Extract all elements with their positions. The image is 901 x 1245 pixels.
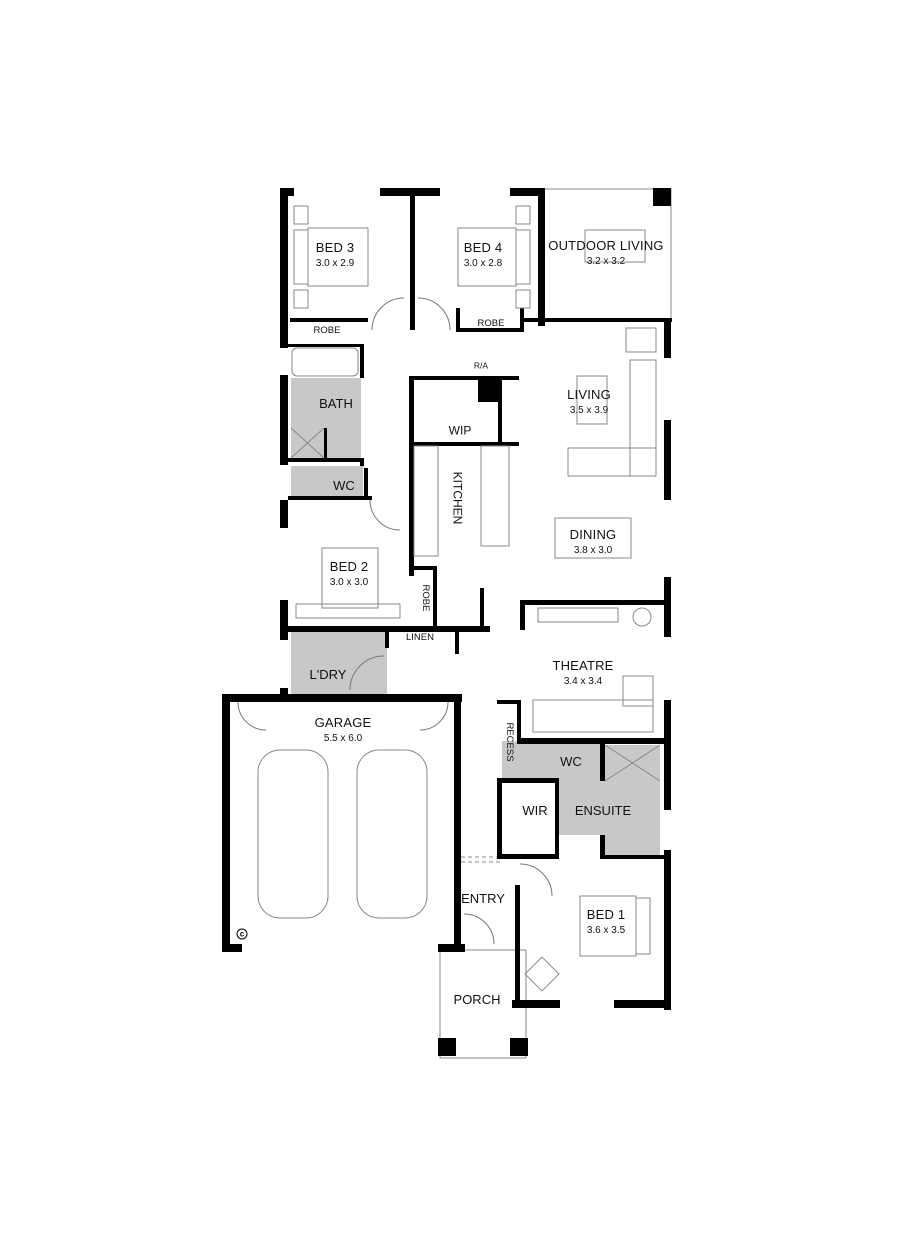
room-name: GARAGE [314, 714, 372, 730]
room-name: BED 4 [463, 239, 503, 255]
label-kitchen: KITCHEN [450, 471, 465, 525]
label-robe-bed3: ROBE [313, 324, 341, 336]
room-dimensions: 3.0 x 2.9 [315, 258, 355, 270]
label-porch: PORCH [453, 991, 501, 1007]
label-linen: LINEN [406, 631, 434, 643]
room-dimensions: 3.8 x 3.0 [573, 545, 613, 557]
room-dimensions: 3.0 x 3.0 [329, 577, 369, 589]
room-bed-1: BED 1 3.6 x 3.5 [586, 906, 626, 937]
label-wir: WIR [522, 802, 548, 818]
room-dimensions: 3.0 x 2.8 [463, 258, 503, 270]
label-laundry: L'DRY [309, 666, 347, 682]
label-wc-main: WC [333, 477, 355, 493]
room-outdoor-living: OUTDOOR LIVING 3.2 x 3.2 [548, 237, 664, 268]
room-dining: DINING 3.8 x 3.0 [569, 526, 617, 557]
room-dimensions: 3.4 x 3.4 [563, 676, 603, 688]
room-bed-3: BED 3 3.0 x 2.9 [315, 239, 355, 270]
room-name: LIVING [567, 386, 611, 402]
room-name: BED 3 [315, 239, 355, 255]
label-robe-bed4: ROBE [477, 317, 505, 329]
room-name: BED 2 [329, 558, 369, 574]
room-garage: GARAGE 5.5 x 6.0 [314, 714, 372, 745]
room-dimensions: 3.6 x 3.5 [586, 925, 626, 937]
room-name: OUTDOOR LIVING [548, 237, 664, 253]
door-swings [237, 297, 553, 945]
room-name: DINING [569, 526, 617, 542]
label-bath: BATH [319, 395, 353, 411]
label-robe-bed2: ROBE [420, 584, 432, 612]
walls [222, 188, 672, 1056]
room-dimensions: 3.5 x 3.9 [569, 405, 609, 417]
label-wc-ensuite: WC [560, 753, 582, 769]
room-dimensions: 3.2 x 3.2 [586, 256, 626, 268]
copyright-icon: c [236, 928, 248, 940]
wet-areas [291, 378, 660, 855]
label-ensuite: ENSUITE [574, 802, 632, 818]
label-entry: ENTRY [461, 890, 505, 906]
room-living: LIVING 3.5 x 3.9 [567, 386, 611, 417]
room-bed-2: BED 2 3.0 x 3.0 [329, 558, 369, 589]
room-dimensions: 5.5 x 6.0 [323, 733, 363, 745]
fixtures [257, 205, 661, 992]
room-name: THEATRE [552, 657, 614, 673]
room-theatre: THEATRE 3.4 x 3.4 [552, 657, 614, 688]
label-wip: WIP [448, 423, 472, 438]
label-recess: RECESS [504, 722, 516, 762]
room-name: BED 1 [586, 906, 626, 922]
room-bed-4: BED 4 3.0 x 2.8 [463, 239, 503, 270]
label-return-air: R/A [473, 360, 489, 371]
